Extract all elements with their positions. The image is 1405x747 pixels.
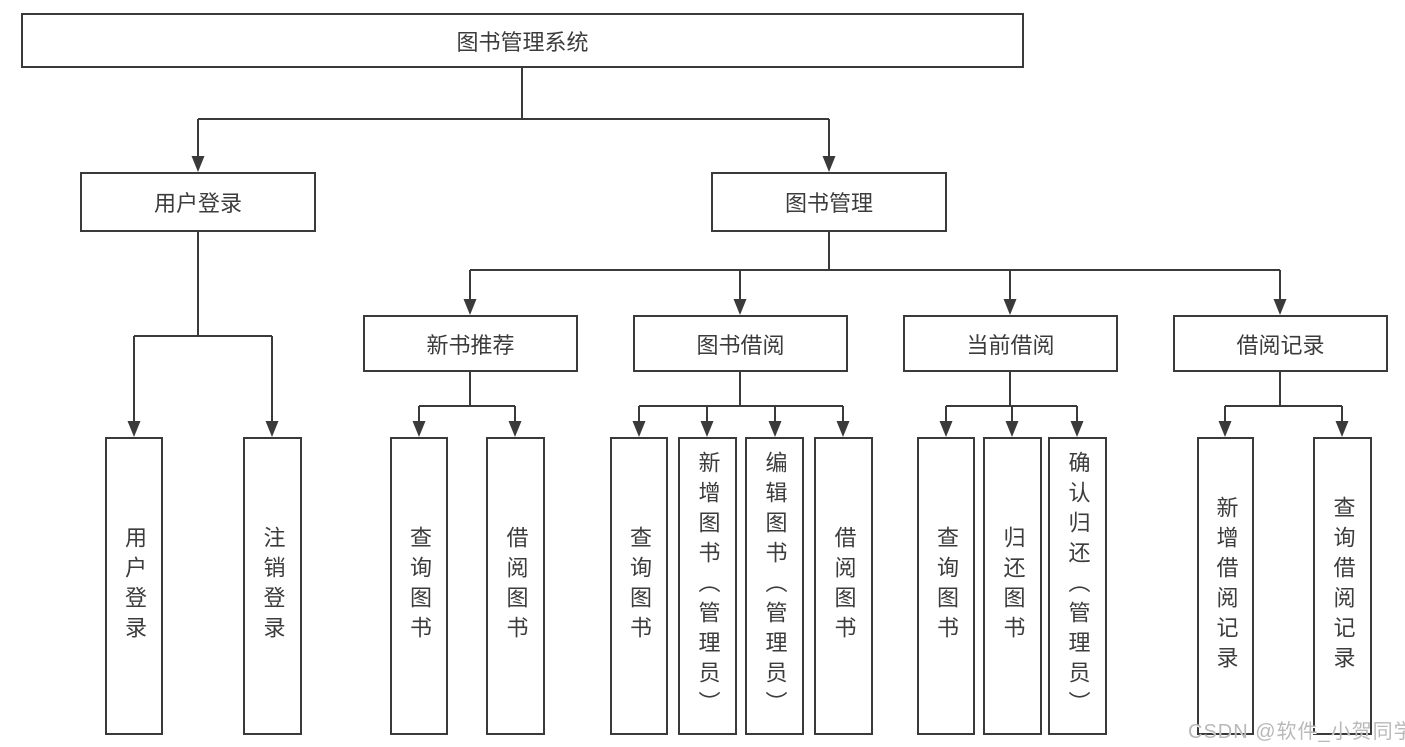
leaf-cb-confirm-return-admin: 确认归还（管理员） (1048, 437, 1107, 735)
connector-root-to-level2 (197, 68, 830, 158)
leaf-user-login-label: 用户登录 (122, 526, 147, 646)
leaf-bb-query-books: 查询图书 (610, 437, 668, 735)
node-root-label: 图书管理系统 (456, 29, 589, 55)
leaf-cb-query-books: 查询图书 (917, 437, 975, 735)
leaf-cb-confirm-return-admin-label: 确认归还（管理员） (1065, 451, 1091, 721)
connector-new-book-children (418, 372, 516, 423)
leaf-br-add-record-label: 新增借阅记录 (1213, 496, 1239, 676)
arrow-down-icon (1003, 299, 1017, 315)
node-book-borrowing: 图书借阅 (633, 315, 848, 372)
leaf-cb-query-books-label: 查询图书 (934, 526, 959, 646)
arrow-down-icon (1335, 421, 1349, 437)
arrow-down-icon (191, 156, 205, 172)
connector-book-management-children (469, 232, 1281, 301)
arrow-down-icon (822, 156, 836, 172)
node-borrowing-records-label: 借阅记录 (1236, 332, 1325, 358)
arrow-down-icon (412, 421, 426, 437)
leaf-cb-return-books-label: 归还图书 (1000, 526, 1026, 646)
leaf-logout-label: 注销登录 (260, 526, 286, 646)
leaf-br-query-record-label: 查询借阅记录 (1330, 496, 1356, 676)
node-user-login-label: 用户登录 (153, 191, 242, 216)
leaf-cb-return-books: 归还图书 (983, 437, 1042, 735)
connector-current-borrowing-children (945, 372, 1078, 423)
connector-user-login-children (133, 232, 273, 423)
node-book-management: 图书管理 (711, 172, 947, 232)
leaf-nb-query-books: 查询图书 (390, 437, 448, 735)
connector-book-borrowing-children (638, 372, 844, 423)
arrow-down-icon (632, 421, 646, 437)
arrow-down-icon (1070, 421, 1084, 437)
arrow-down-icon (768, 421, 782, 437)
arrow-down-icon (733, 299, 747, 315)
csdn-watermark: CSDN @软件_小贺同学 (1188, 721, 1405, 743)
leaf-bb-borrow-books-label: 借阅图书 (831, 526, 857, 646)
node-current-borrowing-label: 当前借阅 (966, 332, 1055, 358)
node-current-borrowing: 当前借阅 (903, 315, 1118, 372)
arrow-down-icon (508, 421, 522, 437)
arrow-down-icon (939, 421, 953, 437)
node-user-login: 用户登录 (80, 172, 316, 232)
arrow-down-icon (265, 421, 279, 437)
arrow-down-icon (1218, 421, 1232, 437)
node-book-borrowing-label: 图书借阅 (696, 332, 785, 358)
leaf-bb-add-books-admin: 新增图书（管理员） (678, 437, 737, 735)
node-book-management-label: 图书管理 (784, 191, 873, 216)
arrow-down-icon (463, 299, 477, 315)
connector-borrowing-records-children (1224, 372, 1343, 423)
leaf-bb-add-books-admin-label: 新增图书（管理员） (695, 451, 721, 721)
node-root: 图书管理系统 (21, 13, 1024, 68)
leaf-bb-borrow-books: 借阅图书 (814, 437, 873, 735)
node-new-book-recommendation-label: 新书推荐 (426, 332, 515, 358)
leaf-logout: 注销登录 (243, 437, 302, 735)
leaf-nb-query-books-label: 查询图书 (407, 526, 432, 646)
arrow-down-icon (1005, 421, 1019, 437)
leaf-nb-borrow-books-label: 借阅图书 (503, 526, 529, 646)
node-new-book-recommendation: 新书推荐 (363, 315, 578, 372)
leaf-nb-borrow-books: 借阅图书 (486, 437, 545, 735)
node-borrowing-records: 借阅记录 (1173, 315, 1388, 372)
arrowheads (127, 156, 1349, 437)
arrow-down-icon (700, 421, 714, 437)
arrow-down-icon (127, 421, 141, 437)
arrow-down-icon (836, 421, 850, 437)
leaf-user-login: 用户登录 (105, 437, 163, 735)
leaf-br-add-record: 新增借阅记录 (1197, 437, 1254, 735)
leaf-bb-edit-books-admin: 编辑图书（管理员） (745, 437, 804, 735)
arrow-down-icon (1273, 299, 1287, 315)
leaf-br-query-record: 查询借阅记录 (1313, 437, 1372, 735)
leaf-bb-edit-books-admin-label: 编辑图书（管理员） (762, 451, 788, 721)
leaf-bb-query-books-label: 查询图书 (627, 526, 652, 646)
